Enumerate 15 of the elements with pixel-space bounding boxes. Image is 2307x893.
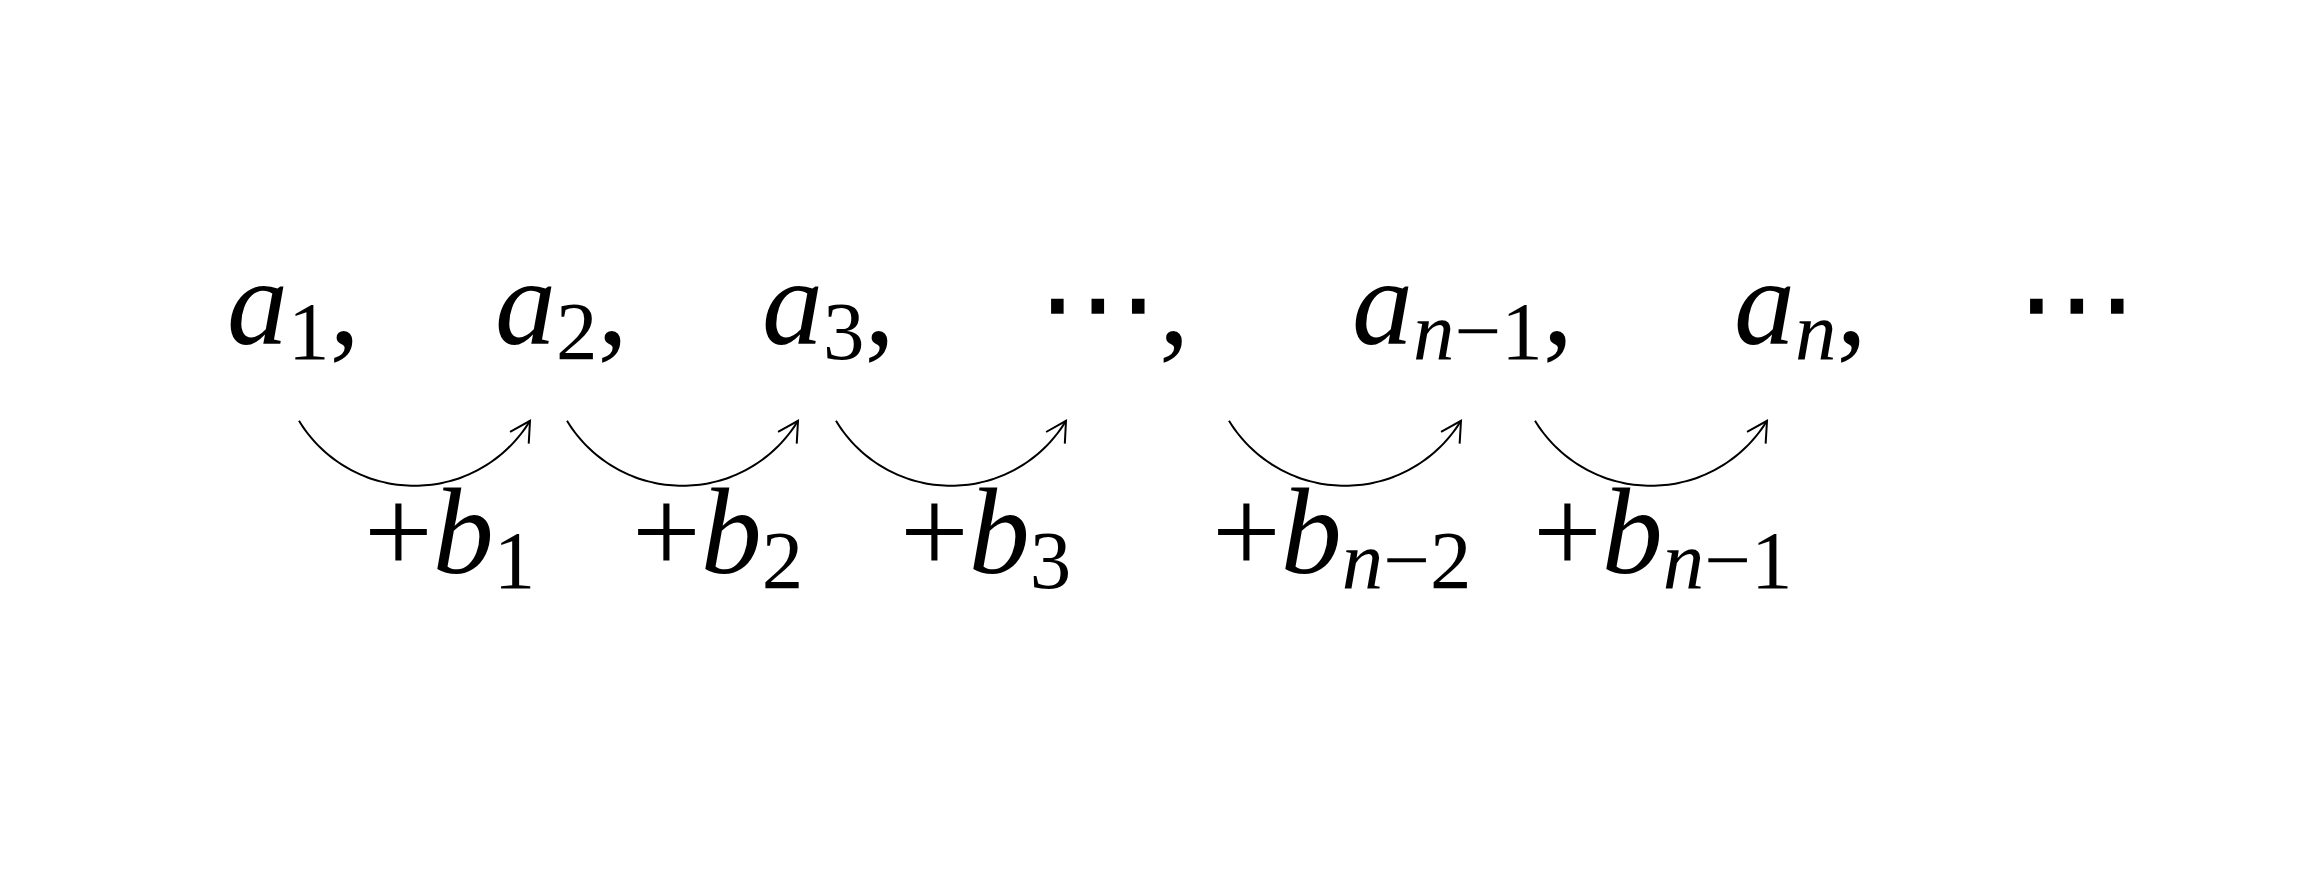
curved-arrow [1228,419,1462,487]
math-term: a$_{3}$, [762,241,895,364]
curved-arrow [1534,419,1768,487]
curved-arrow [298,419,531,487]
edge-label: +b$_{2}$ [632,470,804,593]
math-term: a$_{2}$, [495,241,628,364]
curved-arrow [835,419,1067,487]
math-term: a$_{n}$$_{−1}$, [1352,241,1574,364]
edge-label: +b$_{1}$ [364,470,536,593]
ellipsis: ⋯ [2016,241,2138,364]
math-term: a$_{n}$, [1734,241,1867,364]
math-term: a$_{1}$, [227,241,360,364]
edge-label: +b$_{3}$ [900,470,1072,593]
math-term: ⋯, [1037,241,1190,364]
curved-arrow [566,419,799,487]
